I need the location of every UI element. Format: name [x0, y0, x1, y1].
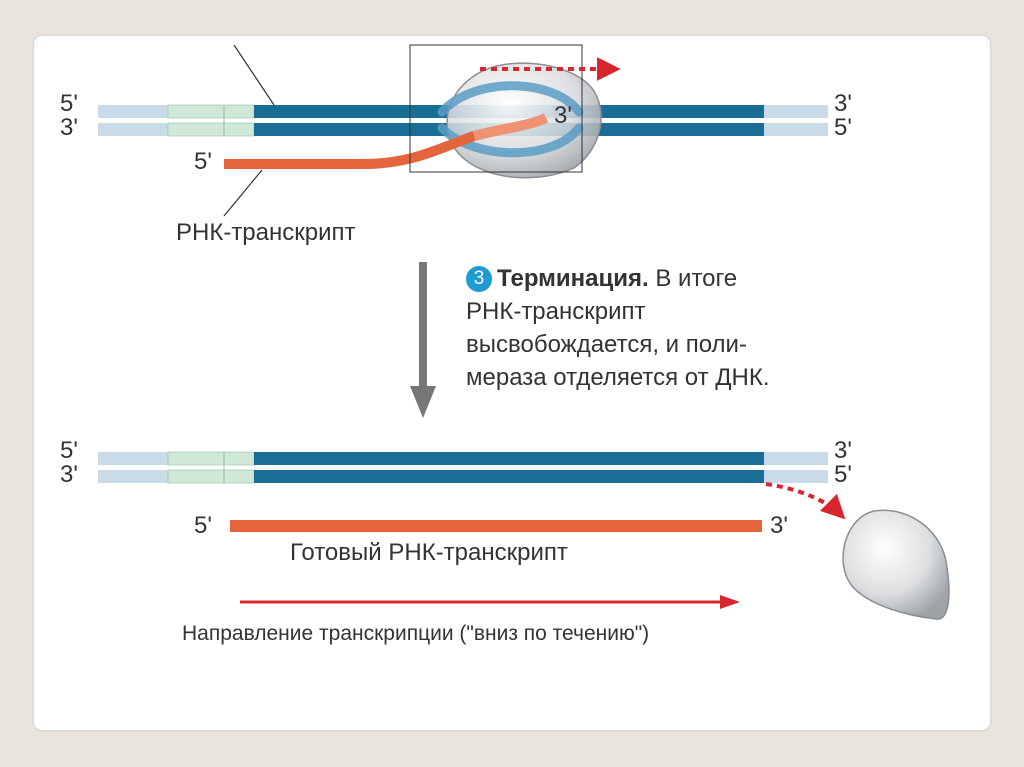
released-polymerase [842, 509, 950, 620]
bottom-strand-2-promoter [167, 469, 255, 484]
top-strand-1-right-light [764, 105, 828, 118]
caption-line-3: высвобождается, и поли- [466, 331, 747, 358]
final-rna-label: Готовый РНК-транскрипт [290, 539, 568, 566]
bottom-strand-1-5prime-label: 5' [60, 437, 78, 464]
top-strand-2-5prime-right-label: 5' [834, 114, 852, 141]
final-rna-5prime-label: 5' [194, 512, 212, 539]
bottom-strand-2-3prime-label: 3' [60, 461, 78, 488]
top-strand-2-3prime-label: 3' [60, 114, 78, 141]
direction-label: Направление транскрипции ("вниз по течен… [182, 622, 650, 645]
bottom-strand-1-promoter [167, 451, 255, 466]
final-rna-3prime-label: 3' [770, 512, 788, 539]
caption-line-2: РНК-транскрипт [466, 298, 646, 325]
caption-text-1: В итоге [648, 265, 738, 292]
top-rna-3prime-label: 3' [554, 102, 572, 129]
bottom-strand-1-right-light [764, 452, 828, 465]
step-number-badge: 3 [466, 266, 492, 292]
bottom-strand-2-right-light [764, 470, 828, 483]
top-strand-2-left-light [98, 123, 168, 136]
top-strand-1-5prime-label: 5' [60, 90, 78, 117]
top-strand-1-left-light [98, 105, 168, 118]
caption-line-4: мераза отделяется от ДНК. [466, 364, 770, 391]
bottom-dna [98, 451, 828, 484]
down-arrow [410, 262, 436, 418]
bottom-strand-1-3prime-right-label: 3' [834, 437, 852, 464]
rna-transcript-label: РНК-транскрипт [176, 219, 356, 246]
top-strand-1-promoter [167, 104, 255, 119]
bottom-strand-1-left-light [98, 452, 168, 465]
bottom-strand-2-5prime-right-label: 5' [834, 461, 852, 488]
bottom-strand-2-dark [254, 470, 764, 483]
caption-title: Терминация. [497, 265, 649, 292]
top-strand-2-right-light [764, 123, 828, 136]
top-strand-1-3prime-right-label: 3' [834, 90, 852, 117]
bottom-strand-1-dark [254, 452, 764, 465]
final-rna-transcript [230, 520, 762, 532]
bottom-strand-2-left-light [98, 470, 168, 483]
transcription-diagram [98, 44, 950, 620]
top-strand-2-promoter [167, 122, 255, 137]
rna-polymerase-top [224, 62, 602, 179]
polymerase-frame [409, 44, 583, 173]
top-rna-5prime-label: 5' [194, 148, 212, 175]
